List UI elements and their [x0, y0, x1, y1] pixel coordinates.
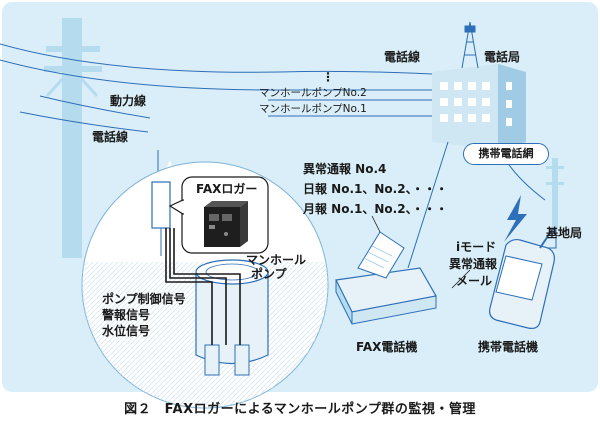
utility-pole-icon [44, 18, 102, 258]
overhead-wires [0, 43, 451, 180]
mobile-phone-icon [451, 229, 555, 329]
imode-label-line1: iモード [456, 240, 497, 254]
fax-logger-label: FAXロガー [196, 182, 258, 196]
telephone-exchange-building-icon [432, 64, 526, 150]
alarm-signal-label: 警報信号 [102, 308, 151, 322]
radio-tower-icon [461, 21, 479, 69]
fax-logger-device-icon [204, 201, 248, 247]
imode-label-line2: 異常通報 [449, 257, 498, 271]
manhole-pump-label-line2: ポンプ [251, 267, 287, 281]
mobile-phone-label: 携帯電話機 [478, 340, 539, 354]
pump-control-signal-label: ポンプ制御信号 [102, 292, 186, 306]
pump-no1-label: マンホールポンプNo.1 [259, 103, 367, 115]
daily-report-label: 日報 No.1、No.2、・・・ [303, 182, 448, 196]
telephone-line-label: 電話線 [384, 50, 421, 64]
monthly-report-label: 月報 No.1、No.2、・・・ [303, 202, 448, 216]
imode-label-line3: メール [456, 274, 493, 288]
mobile-network-label: 携帯電話網 [463, 143, 549, 165]
lightning-bolt-icon [504, 195, 527, 242]
water-level-signal-label: 水位信号 [102, 324, 151, 338]
control-box [151, 181, 171, 256]
alarm-report-label: 異常通報 No.4 [303, 162, 387, 176]
pump-no2-label: マンホールポンプNo.2 [259, 87, 367, 99]
base-station-antenna-icon [546, 158, 564, 228]
base-station-label: 基地局 [546, 226, 583, 240]
power-line-label: 動力線 [110, 94, 147, 108]
fax-machine-icon [335, 215, 437, 325]
pole-telephone-line-label: 電話線 [92, 130, 129, 144]
pump-ellipsis: ⋮ [322, 70, 334, 84]
signal-cables [165, 228, 241, 345]
telephone-exchange-label: 電話局 [484, 50, 521, 64]
manhole-pump-label-line1: マンホール [246, 253, 307, 267]
fax-machine-label: FAX電話機 [356, 340, 418, 354]
figure-caption: 図２ FAXロガーによるマンホールポンプ群の監視・管理 [124, 402, 476, 417]
